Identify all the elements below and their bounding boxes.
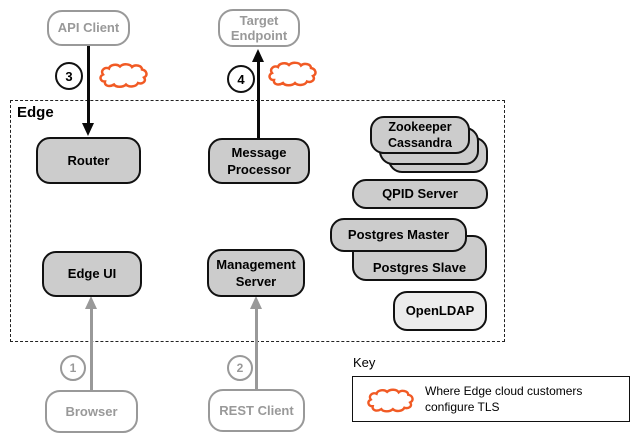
openldap-label: OpenLDAP <box>405 303 475 318</box>
api-client-label: API Client <box>57 20 120 35</box>
node-zookeeper-cassandra: Zookeeper Cassandra <box>370 116 470 154</box>
node-target-endpoint: Target Endpoint <box>218 9 300 47</box>
edge-ui-label: Edge UI <box>67 266 117 281</box>
step-marker-4-label: 4 <box>237 71 245 87</box>
node-management-server: Management Server <box>207 249 305 297</box>
node-message-processor: Message Processor <box>208 138 310 184</box>
edge-boundary-label: Edge <box>17 104 54 121</box>
zookeeper-label: Zookeeper <box>388 120 452 134</box>
node-browser: Browser <box>45 390 138 433</box>
key-description-line1: Where Edge cloud customers <box>425 384 583 398</box>
arrow-mp-to-target-line <box>257 60 260 138</box>
step-marker-1: 1 <box>60 355 86 381</box>
rest-client-label: REST Client <box>219 402 294 418</box>
node-rest-client: REST Client <box>208 389 305 432</box>
key-description: Where Edge cloud customers configure TLS <box>425 384 582 415</box>
step-marker-4: 4 <box>227 65 255 93</box>
arrow-restclient-to-mgmt-line <box>255 307 258 389</box>
arrow-browser-to-edgeui-line <box>90 307 93 390</box>
arrow-mp-to-target-head-icon <box>252 49 264 62</box>
router-label: Router <box>67 152 110 168</box>
target-endpoint-label-line1: Target <box>239 13 279 28</box>
key-cloud-icon <box>367 388 414 413</box>
postgres-slave-label: Postgres Slave <box>372 260 467 275</box>
step-marker-3-label: 3 <box>65 68 73 84</box>
qpid-server-label: QPID Server <box>382 186 458 201</box>
tls-cloud-icon-step4 <box>268 61 317 87</box>
key-title: Key <box>353 355 376 370</box>
management-server-label-line2: Server <box>235 274 277 289</box>
step-marker-1-label: 1 <box>69 361 77 375</box>
target-endpoint-label-line2: Endpoint <box>230 28 288 43</box>
postgres-master-label: Postgres Master <box>347 227 450 242</box>
node-qpid-server: QPID Server <box>352 179 488 209</box>
node-api-client: API Client <box>47 10 130 46</box>
browser-label: Browser <box>65 403 118 419</box>
step-marker-3: 3 <box>55 62 83 90</box>
node-edge-ui: Edge UI <box>42 251 142 297</box>
step-marker-2: 2 <box>227 355 253 381</box>
message-processor-label-line1: Message <box>231 145 287 160</box>
node-postgres-master: Postgres Master <box>330 218 467 252</box>
management-server-label-line1: Management <box>216 257 296 272</box>
arrow-browser-to-edgeui-head-icon <box>85 296 97 309</box>
key-legend-box: Where Edge cloud customers configure TLS <box>352 376 630 422</box>
cassandra-label: Cassandra <box>388 136 452 150</box>
arrow-restclient-to-mgmt-head-icon <box>250 296 262 309</box>
key-description-line2: configure TLS <box>425 399 500 414</box>
arrow-api-client-to-router-head-icon <box>82 123 94 136</box>
node-router: Router <box>36 137 141 184</box>
tls-cloud-icon-step3 <box>99 63 148 88</box>
step-marker-2-label: 2 <box>236 361 244 375</box>
node-openldap: OpenLDAP <box>393 291 487 331</box>
message-processor-label-line2: Processor <box>227 162 291 177</box>
arrow-api-client-to-router-line <box>87 46 90 125</box>
